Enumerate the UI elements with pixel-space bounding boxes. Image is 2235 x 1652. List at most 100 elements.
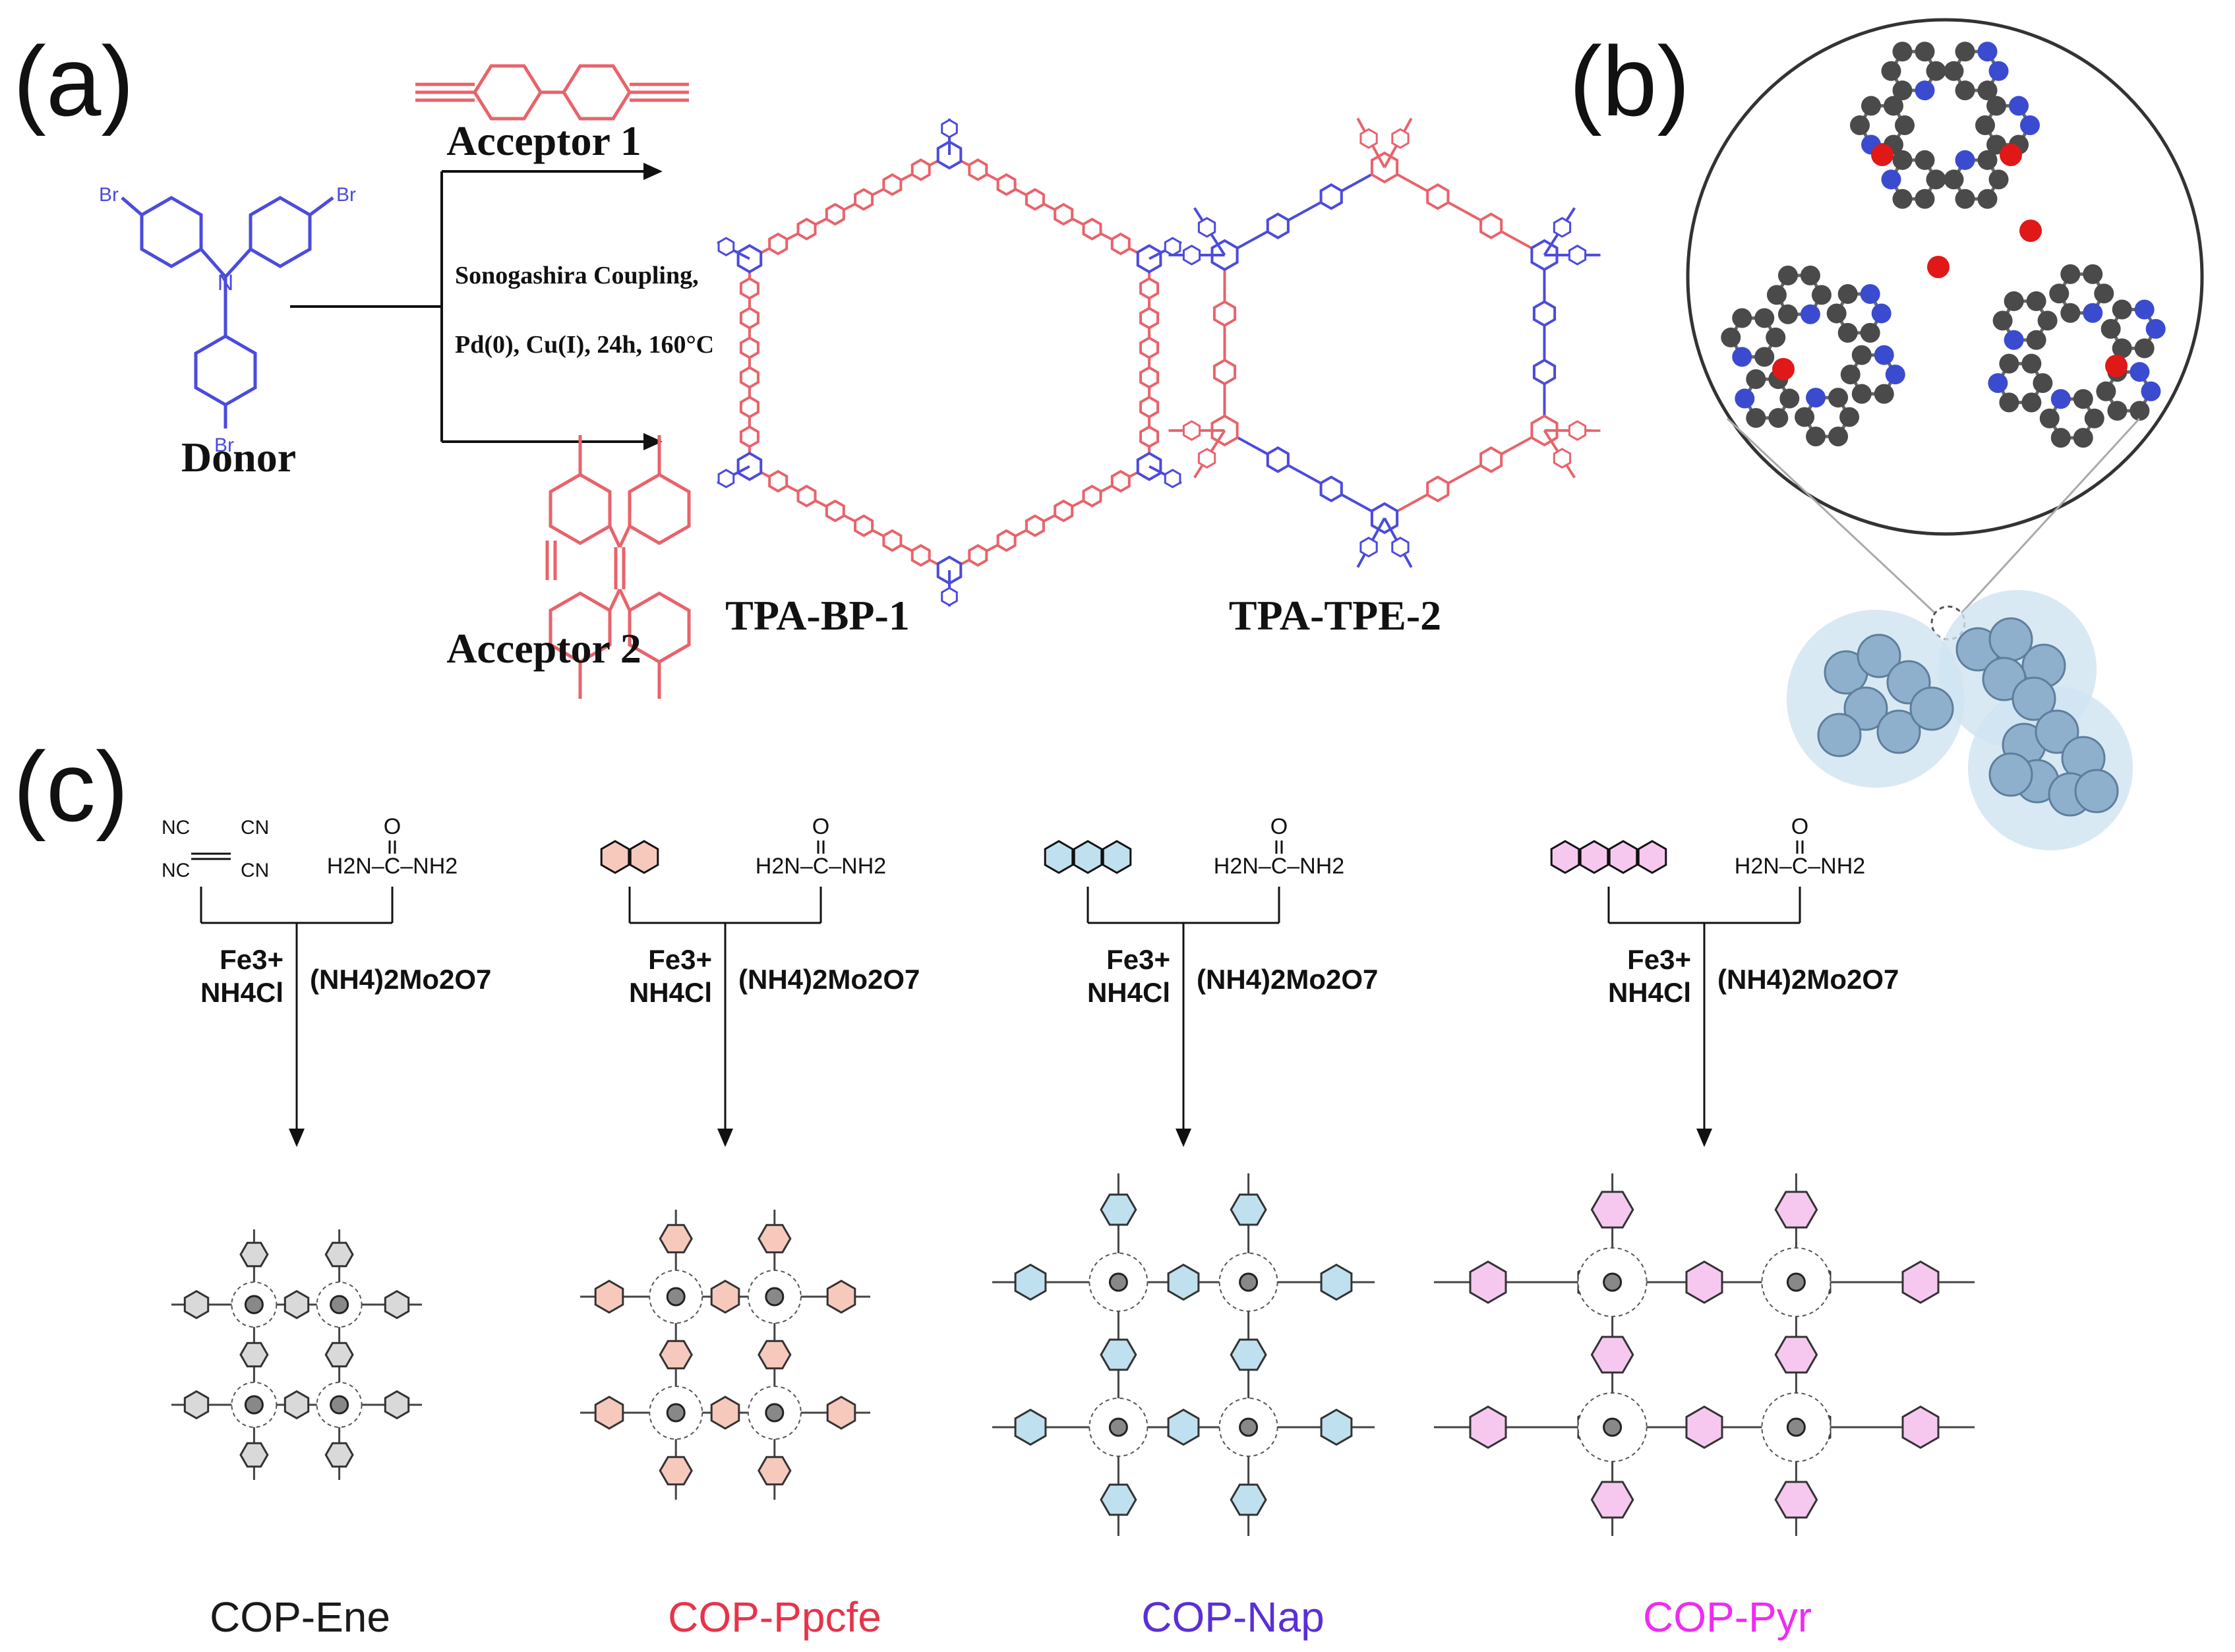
lattice-ring (1230, 1483, 1267, 1516)
lattice-ring (1320, 1263, 1353, 1301)
lattice-ring (239, 1342, 269, 1368)
reagent-molybdate: (NH4)2Mo2O7 (738, 964, 920, 995)
carbon-atom (1999, 392, 2019, 413)
lattice-ring (1320, 1408, 1353, 1446)
lattice-ring (1230, 1193, 1267, 1226)
carbon-atom (2130, 401, 2150, 421)
lattice-ring (758, 1456, 792, 1486)
carbon-atom (1926, 169, 1946, 190)
carbon-atom (1926, 61, 1946, 81)
carbon-atom (2094, 283, 2114, 304)
lattice-ring (384, 1390, 410, 1420)
precursor-ring (600, 840, 630, 874)
fe-metal-center (1239, 1417, 1259, 1437)
lattice-ring (1774, 1481, 1818, 1519)
carbon-atom (1975, 115, 1995, 135)
acceptor-ring (739, 366, 760, 389)
panel-label-b: (b) (1569, 26, 1690, 136)
donor-node (1136, 452, 1162, 481)
nitrogen-atom (1735, 388, 1755, 409)
nitrogen-atom (2050, 389, 2071, 409)
lattice-ring (826, 1396, 856, 1430)
oxygen-atom (1927, 256, 1950, 278)
lattice-ring (710, 1396, 740, 1430)
carbon-atom (1892, 80, 1913, 101)
acceptor-ring (1139, 396, 1160, 419)
cn-label: CN (241, 817, 269, 839)
carbon-atom (1944, 61, 1964, 81)
acceptor-ring (739, 307, 760, 330)
urea-oxygen: O (1270, 814, 1288, 839)
donor-node (736, 452, 763, 481)
carbon-atom (1779, 388, 1800, 409)
fe-metal-center (244, 1295, 264, 1314)
tpe-ring (1479, 212, 1503, 240)
tpe-ring (1532, 300, 1557, 328)
acceptor-ring (796, 218, 817, 241)
zoom-line-left (1726, 417, 1936, 614)
urea-formula: H2N–C–NH2 (327, 854, 458, 879)
lattice-ring (594, 1280, 624, 1314)
lattice-ring (1167, 1408, 1200, 1446)
donor-br-3: Br (214, 434, 234, 456)
fe-metal-center (1786, 1272, 1806, 1292)
zoom-circle (1686, 18, 2204, 536)
carbon-atom (1884, 96, 1903, 116)
carbon-atom (1795, 407, 1815, 427)
acceptor-ring (1025, 514, 1045, 537)
lattice-ring (1590, 1336, 1634, 1374)
acceptor-ring (825, 202, 845, 226)
carbon-atom (1892, 189, 1913, 209)
reagent-fe: Fe3+ (1627, 944, 1691, 975)
urea-formula: H2N–C–NH2 (1214, 854, 1344, 879)
donor-br-2: Br (336, 184, 356, 206)
nitrogen-atom (1874, 345, 1894, 365)
nanoparticle (1843, 686, 1888, 731)
caption-cop-ene: COP-Ene (210, 1593, 390, 1641)
nitrogen-atom (1881, 169, 1901, 190)
carbon-atom (1746, 369, 1766, 390)
carbon-atom (1895, 115, 1915, 135)
acceptor-ring (1139, 307, 1160, 330)
carbon-atom (1915, 42, 1935, 62)
lattice-ring (1100, 1338, 1137, 1371)
acceptor-ring (1139, 366, 1160, 389)
lattice-ring (1469, 1260, 1507, 1304)
nitrogen-atom (1732, 347, 1752, 367)
carbon-atom (1861, 96, 1881, 116)
lattice-ring (1469, 1405, 1507, 1449)
acceptor-ring (1110, 469, 1131, 493)
lattice-ring (1100, 1193, 1137, 1226)
carbon-atom (1977, 189, 1998, 209)
carbon-atom (1851, 345, 1872, 365)
acceptor-ring (768, 469, 789, 493)
carbon-atom (1915, 150, 1935, 170)
acceptor-ring (854, 188, 874, 211)
reagent-nh4cl: NH4Cl (1608, 977, 1691, 1008)
lattice-ring (659, 1224, 693, 1254)
carbon-atom (1986, 96, 2006, 116)
nanoparticle (1876, 709, 1921, 754)
lattice-ring (1901, 1405, 1940, 1449)
product-2-label: TPA-TPE-2 (1229, 592, 1441, 639)
acceptor-ring (996, 529, 1017, 552)
carbon-atom (2026, 330, 2046, 350)
tpe-ring (1479, 446, 1503, 473)
urea-oxygen: O (384, 814, 401, 839)
carbon-atom (1955, 42, 1975, 62)
tpe-node (1210, 414, 1239, 447)
carbon-atom (1721, 327, 1741, 347)
carbon-atom (2050, 428, 2071, 448)
fe-metal-center (666, 1287, 686, 1307)
carbon-atom (1732, 308, 1752, 328)
reagent-fe: Fe3+ (648, 944, 712, 975)
tpe-ring (1319, 183, 1343, 210)
molecular-fragment (1721, 42, 2166, 448)
fe-metal-center (1108, 1272, 1128, 1292)
lattice-ring (758, 1340, 792, 1370)
acceptor-ring (1054, 499, 1074, 523)
nanoparticle (1857, 634, 1901, 678)
